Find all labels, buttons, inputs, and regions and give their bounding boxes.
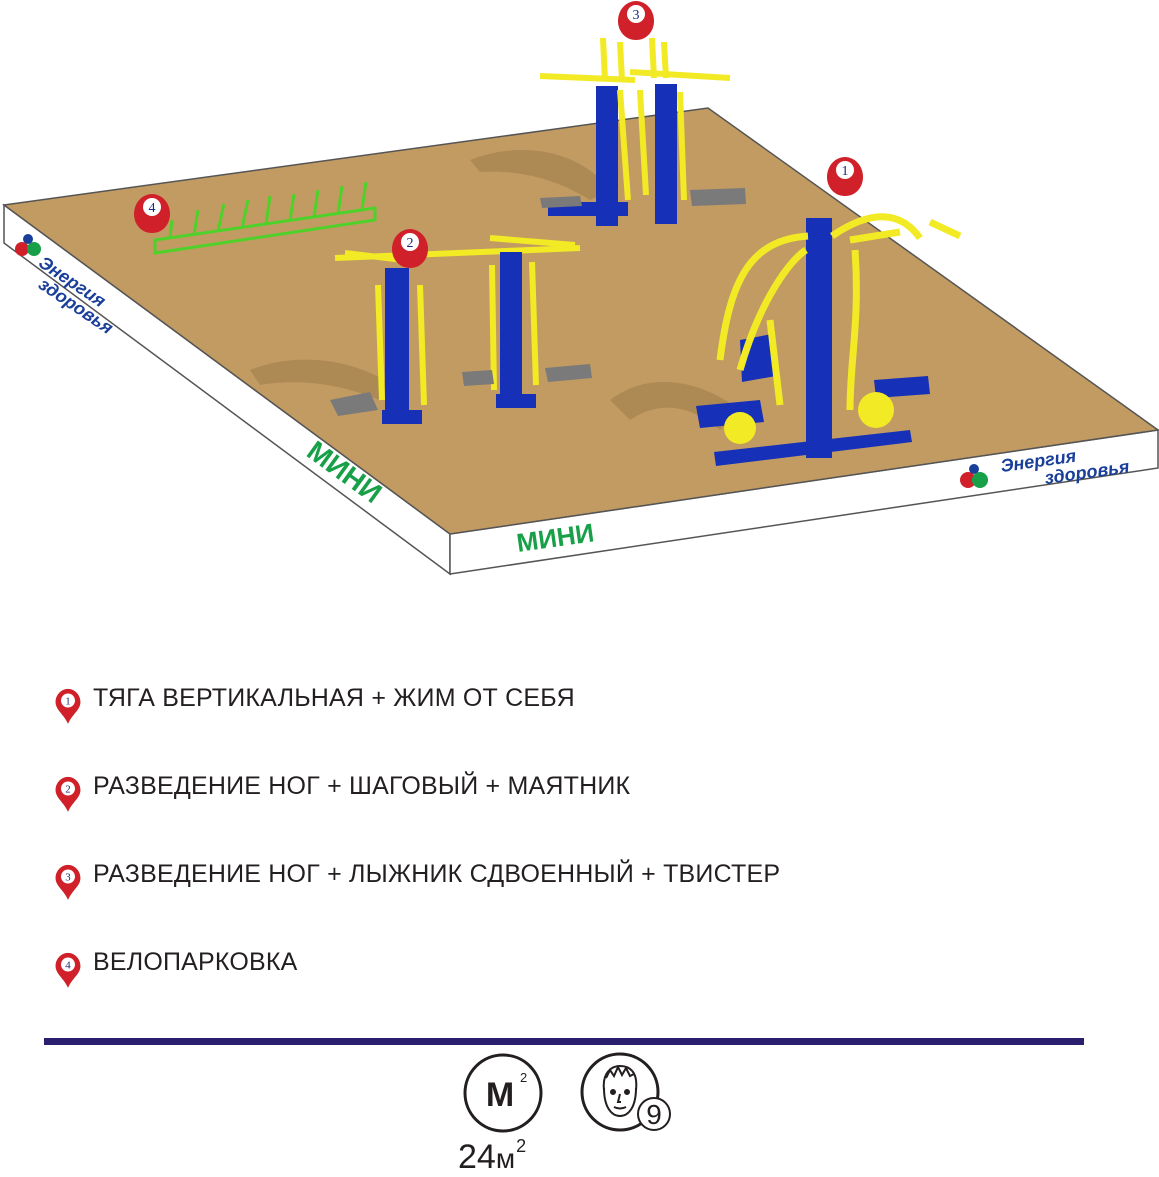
legend: 1 ТЯГА ВЕРТИКАЛЬНАЯ + ЖИМ ОТ СЕБЯ 2 РАЗВ… (50, 672, 950, 1024)
scene-marker-3: 3 (618, 1, 654, 40)
playground-scene: 1 2 3 4 МИНИ МИНИ Энергия здоровья (2, 1, 1159, 576)
legend-pin-num: 4 (65, 959, 71, 971)
legend-pin-num: 1 (65, 695, 70, 707)
legend-item-2: 2 РАЗВЕДЕНИЕ НОГ + ШАГОВЫЙ + МАЯТНИК (50, 760, 950, 848)
area-icon-letter: М (486, 1076, 514, 1114)
person-face-icon (602, 1064, 638, 1118)
legend-text: РАЗВЕДЕНИЕ НОГ + ЛЫЖНИК СДВОЕННЫЙ + ТВИС… (93, 860, 781, 888)
legend-pin-num: 2 (65, 783, 70, 795)
map-pin-icon: 1 (55, 688, 81, 724)
legend-item-4: 4 ВЕЛОПАРКОВКА (50, 936, 950, 1024)
area-icon: М 2 (463, 1053, 543, 1133)
legend-item-3: 3 РАЗВЕДЕНИЕ НОГ + ЛЫЖНИК СДВОЕННЫЙ + ТВ… (50, 848, 950, 936)
scene-marker-2: 2 (392, 229, 428, 268)
scene-marker-2-num: 2 (407, 236, 414, 251)
legend-pin-num: 3 (65, 871, 71, 883)
users-count: 9 (646, 1099, 662, 1130)
platform-ground (2, 107, 1159, 535)
area-value: 24м2 (458, 1136, 558, 1177)
users-icon: 9 (580, 1052, 671, 1132)
scene-marker-1-num: 1 (842, 164, 849, 179)
scene-marker-4: 4 (134, 194, 170, 233)
map-pin-icon: 2 (55, 776, 81, 812)
brand-mark-icon (15, 234, 41, 256)
equipment-1 (696, 213, 962, 466)
legend-item-1: 1 ТЯГА ВЕРТИКАЛЬНАЯ + ЖИМ ОТ СЕБЯ (50, 672, 950, 760)
equipment-2 (330, 235, 592, 424)
area-icon-sup: 2 (520, 1070, 527, 1085)
area-number: 24 (458, 1138, 496, 1176)
legend-text: РАЗВЕДЕНИЕ НОГ + ШАГОВЫЙ + МАЯТНИК (93, 772, 631, 800)
scene-marker-4-num: 4 (149, 201, 156, 216)
area-unit: м (495, 1143, 516, 1174)
bike-rack (153, 181, 377, 255)
map-pin-icon: 3 (55, 864, 81, 900)
area-unit-sup: 2 (516, 1136, 527, 1156)
legend-text: ТЯГА ВЕРТИКАЛЬНАЯ + ЖИМ ОТ СЕБЯ (93, 684, 575, 712)
brand-mark-icon (960, 464, 988, 488)
equipment-3 (539, 37, 746, 226)
scene-marker-3-num: 3 (633, 8, 640, 23)
divider-rule (44, 1038, 1084, 1045)
scene-marker-1: 1 (827, 157, 863, 196)
map-pin-icon: 4 (55, 952, 81, 988)
legend-text: ВЕЛОПАРКОВКА (93, 948, 298, 976)
